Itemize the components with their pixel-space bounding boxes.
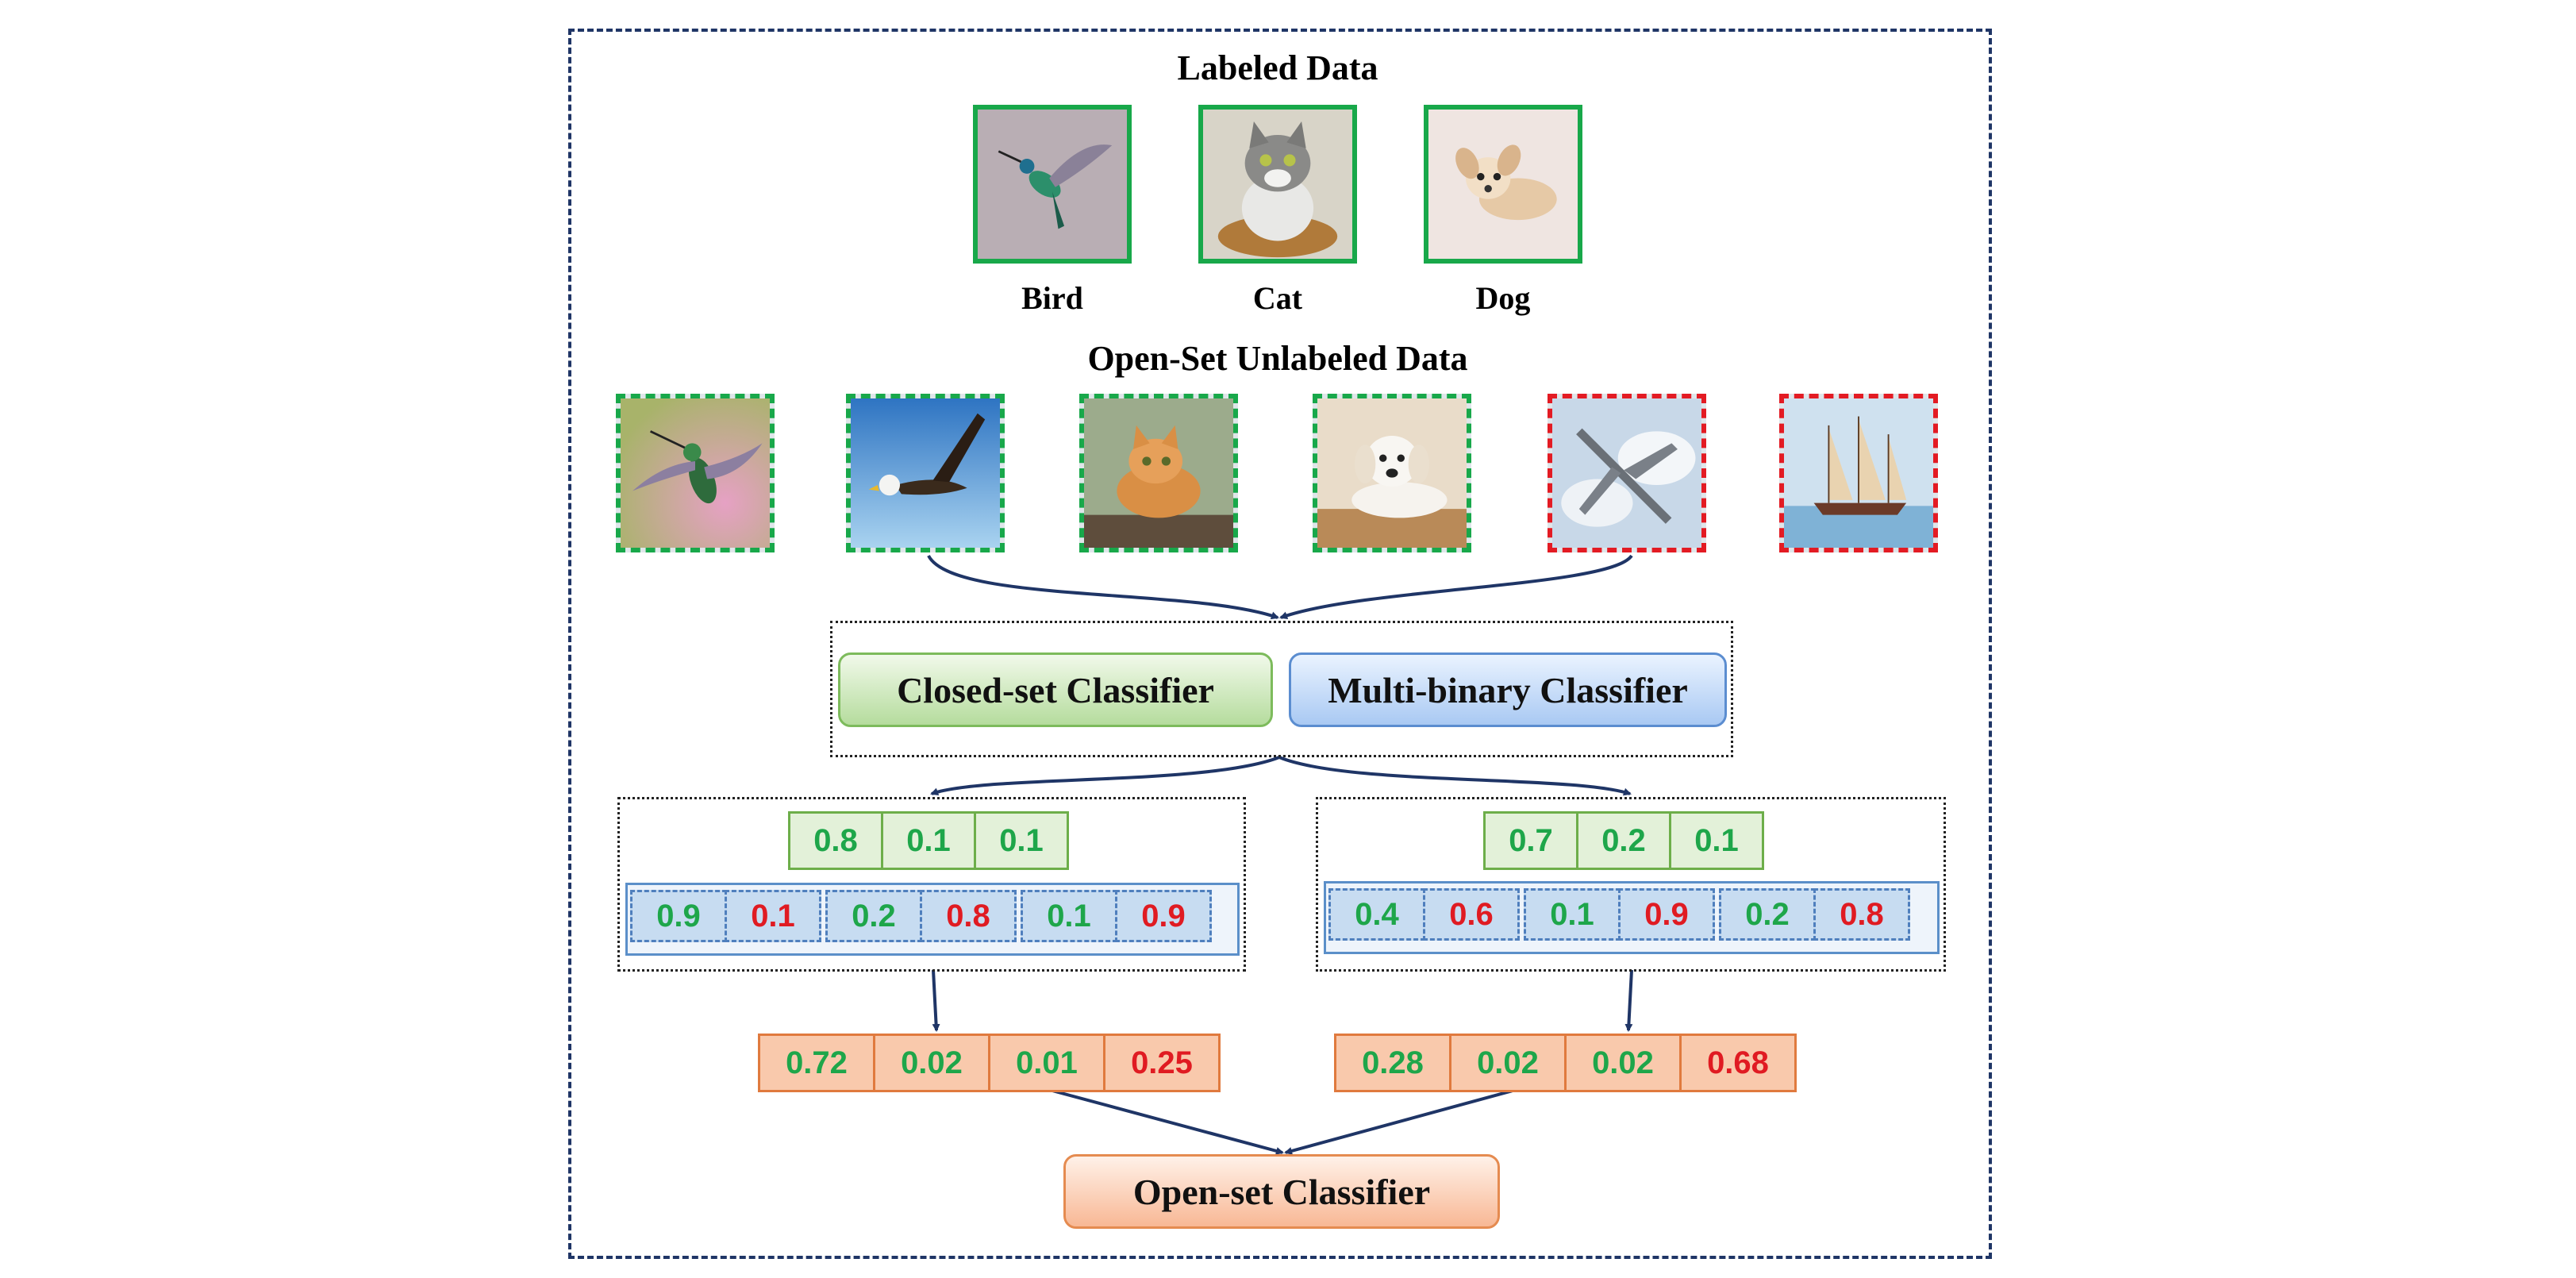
right-closed-score-0: 0.7: [1483, 811, 1578, 870]
closed-set-classifier: Closed-set Classifier: [838, 652, 1273, 727]
left-combined-scores: 0.72 0.02 0.01 0.25: [758, 1034, 1221, 1092]
left-binary-neg-0: 0.1: [725, 890, 821, 942]
arrow-right-combined-to-open: [1284, 1089, 1513, 1155]
unlabeled-data-title: Open-Set Unlabeled Data: [1087, 339, 1468, 378]
right-combined-score-1: 0.02: [1449, 1034, 1567, 1092]
labeled-image-bird: [973, 105, 1132, 264]
labeled-image-cat: [1198, 105, 1357, 264]
label-dog: Dog: [1475, 280, 1531, 316]
classifier-group: [830, 621, 1733, 757]
open-set-classifier: Open-set Classifier: [1063, 1154, 1500, 1229]
airplane-icon: [1552, 398, 1701, 548]
left-binary-scores: 0.9 0.1 0.2 0.8 0.1 0.9: [625, 883, 1240, 956]
arrow-left-combined-to-open: [1052, 1089, 1284, 1155]
left-binary-neg-1: 0.8: [920, 890, 1017, 942]
left-closed-score-2: 0.1: [974, 811, 1069, 870]
bird-icon: [978, 110, 1127, 259]
label-bird: Bird: [1021, 280, 1083, 316]
right-combined-score-2: 0.02: [1564, 1034, 1682, 1092]
right-closed-score-2: 0.1: [1669, 811, 1764, 870]
unlabeled-image-cat: [1079, 394, 1238, 552]
label-cat: Cat: [1252, 280, 1303, 316]
right-binary-pos-0: 0.4: [1328, 888, 1425, 941]
left-combined-score-0: 0.72: [758, 1034, 875, 1092]
left-closed-score-0: 0.8: [788, 811, 883, 870]
cat-icon: [1084, 398, 1233, 548]
sailboat-icon: [1784, 398, 1933, 548]
hummingbird-icon: [621, 398, 770, 548]
unlabeled-image-dog: [1313, 394, 1471, 552]
labeled-image-dog: [1424, 105, 1582, 264]
right-binary-neg-0: 0.6: [1423, 888, 1520, 941]
dog-icon: [1317, 398, 1467, 548]
left-binary-pair-0: 0.9 0.1: [630, 890, 821, 949]
right-binary-pair-0: 0.4 0.6: [1328, 888, 1520, 947]
right-combined-score-0: 0.28: [1334, 1034, 1451, 1092]
arrow-classifiers-to-left: [930, 756, 1280, 795]
right-binary-pos-2: 0.2: [1719, 888, 1816, 941]
unlabeled-image-airplane: [1548, 394, 1706, 552]
unlabeled-image-sailboat: [1779, 394, 1938, 552]
arrow-classifiers-to-right: [1278, 756, 1632, 796]
right-binary-neg-2: 0.8: [1813, 888, 1910, 941]
right-combined-score-3: 0.68: [1679, 1034, 1797, 1092]
right-combined-scores: 0.28 0.02 0.02 0.68: [1334, 1034, 1797, 1092]
eagle-icon: [851, 398, 1000, 548]
right-score-group: [1316, 797, 1946, 972]
cat-icon: [1203, 110, 1352, 259]
right-closed-score-1: 0.2: [1576, 811, 1671, 870]
left-closed-score-1: 0.1: [881, 811, 976, 870]
right-binary-scores: 0.4 0.6 0.1 0.9 0.2 0.8: [1324, 881, 1940, 954]
arrow-airplane-to-classifiers: [1279, 554, 1633, 620]
unlabeled-image-hummingbird: [616, 394, 775, 552]
left-combined-score-2: 0.01: [988, 1034, 1105, 1092]
left-binary-neg-2: 0.9: [1115, 890, 1212, 942]
left-binary-pair-2: 0.1 0.9: [1021, 890, 1212, 949]
right-binary-pos-1: 0.1: [1524, 888, 1621, 941]
dog-icon: [1428, 110, 1578, 259]
left-binary-pos-2: 0.1: [1021, 890, 1117, 942]
left-closed-scores: 0.8 0.1 0.1: [788, 811, 1069, 870]
left-combined-score-3: 0.25: [1103, 1034, 1221, 1092]
arrow-right-to-combined: [1624, 969, 1633, 1032]
arrow-eagle-to-classifiers: [927, 554, 1279, 620]
arrow-left-to-combined: [932, 969, 940, 1032]
left-combined-score-1: 0.02: [873, 1034, 990, 1092]
right-binary-pair-2: 0.2 0.8: [1719, 888, 1910, 947]
left-binary-pair-1: 0.2 0.8: [825, 890, 1017, 949]
left-binary-pos-0: 0.9: [630, 890, 727, 942]
right-closed-scores: 0.7 0.2 0.1: [1483, 811, 1764, 870]
unlabeled-image-eagle: [846, 394, 1005, 552]
multi-binary-classifier: Multi-binary Classifier: [1289, 652, 1727, 727]
labeled-data-title: Labeled Data: [1177, 48, 1378, 87]
right-binary-pair-1: 0.1 0.9: [1524, 888, 1715, 947]
left-binary-pos-1: 0.2: [825, 890, 922, 942]
right-binary-neg-1: 0.9: [1618, 888, 1715, 941]
left-score-group: [617, 797, 1246, 972]
outer-frame: [568, 29, 1992, 1259]
